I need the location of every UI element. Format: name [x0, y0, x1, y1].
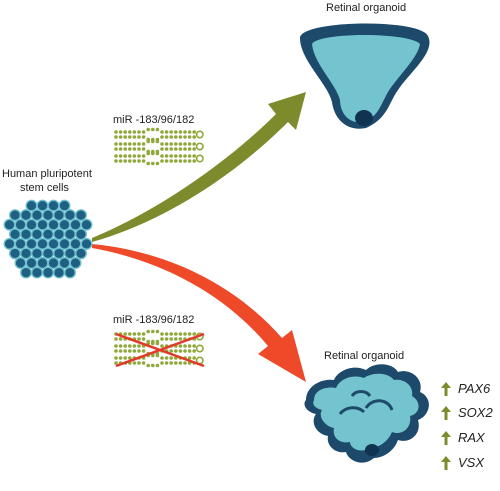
mirna-hairpin — [114, 329, 204, 344]
up-arrow-icon — [441, 431, 451, 445]
gene-pax6: PAX6 — [458, 381, 491, 396]
stem-cell — [20, 266, 33, 279]
stem-cell — [58, 237, 71, 250]
cell-cluster-icon — [3, 199, 93, 279]
stem-cell — [8, 209, 22, 222]
mirna-hairpin — [114, 127, 204, 142]
stem-cell — [25, 237, 38, 250]
stem-cell — [53, 209, 66, 222]
stem-cell — [14, 218, 27, 231]
gene-vsx: VSX — [458, 455, 485, 470]
stem-cell — [63, 228, 76, 241]
stem-cell — [69, 237, 82, 250]
gene-rax: RAX — [458, 430, 485, 445]
stem-cell — [47, 256, 60, 269]
stem-cell — [42, 209, 55, 222]
stem-cell — [3, 237, 16, 250]
red-pathway-arrow — [92, 244, 306, 382]
green-pathway-arrow — [92, 92, 306, 242]
stem-cell — [74, 209, 87, 222]
stem-cell — [36, 256, 49, 269]
stem-cell — [25, 256, 38, 269]
stem-cell — [20, 209, 33, 222]
stem-cell — [36, 218, 49, 231]
stem-cell — [36, 237, 49, 250]
mirna-hairpin — [114, 341, 204, 356]
mirna-hairpin — [114, 151, 204, 166]
stem-cell — [47, 218, 60, 231]
stem-cell — [31, 247, 44, 260]
stem-cell — [14, 237, 27, 250]
stem-cell — [20, 247, 33, 260]
mirna-bottom-label: miR -183/96/182 — [113, 314, 195, 326]
stem-cell — [42, 247, 55, 260]
stem-cell — [80, 218, 93, 231]
stem-cell — [20, 228, 33, 241]
top-organoid-label: Retinal organoid — [326, 2, 407, 14]
stem-cell — [25, 218, 38, 231]
stem-cell — [74, 228, 87, 241]
stem-cell — [58, 256, 71, 269]
stem-cell — [53, 266, 66, 279]
up-arrow-icon — [441, 406, 451, 420]
stem-cell — [8, 228, 22, 241]
stem-cell — [8, 247, 22, 260]
stem-cell — [42, 266, 55, 279]
mirna-hairpin — [114, 139, 204, 154]
up-arrow-icon — [441, 382, 451, 396]
gene-sox2: SOX2 — [458, 405, 493, 420]
stem-cell — [63, 209, 76, 222]
stem-cell — [47, 237, 60, 250]
stem-cell — [80, 237, 93, 250]
stem-cells-label-line1: Human pluripotent — [2, 168, 92, 180]
stem-cell — [63, 247, 76, 260]
retinal-organoid-disrupted-icon — [304, 364, 429, 463]
stem-cell — [31, 266, 44, 279]
stem-cell — [69, 256, 82, 269]
retinal-organoid-cup-icon — [300, 23, 430, 129]
stem-cell — [74, 247, 87, 260]
mirna-top-label: miR -183/96/182 — [113, 114, 195, 126]
up-arrow-icon — [441, 456, 451, 470]
stem-cell — [36, 199, 49, 212]
stem-cells-label-line2: stem cells — [20, 182, 69, 194]
stem-cell — [69, 218, 82, 231]
stem-cell — [31, 228, 44, 241]
stem-cell — [31, 209, 44, 222]
stem-cell — [58, 199, 71, 212]
stem-cell — [3, 218, 16, 231]
stem-cell — [42, 228, 55, 241]
mirna-hairpin-icon — [114, 127, 204, 166]
stem-cell — [14, 256, 27, 269]
bottom-organoid-label: Retinal organoid — [324, 350, 405, 362]
stem-cell — [53, 228, 66, 241]
stem-cell — [58, 218, 71, 231]
stem-cell — [25, 199, 38, 212]
stem-cell — [47, 199, 60, 212]
stem-cell — [63, 266, 76, 279]
stem-cell — [53, 247, 66, 260]
cross-out-icon — [115, 332, 205, 368]
